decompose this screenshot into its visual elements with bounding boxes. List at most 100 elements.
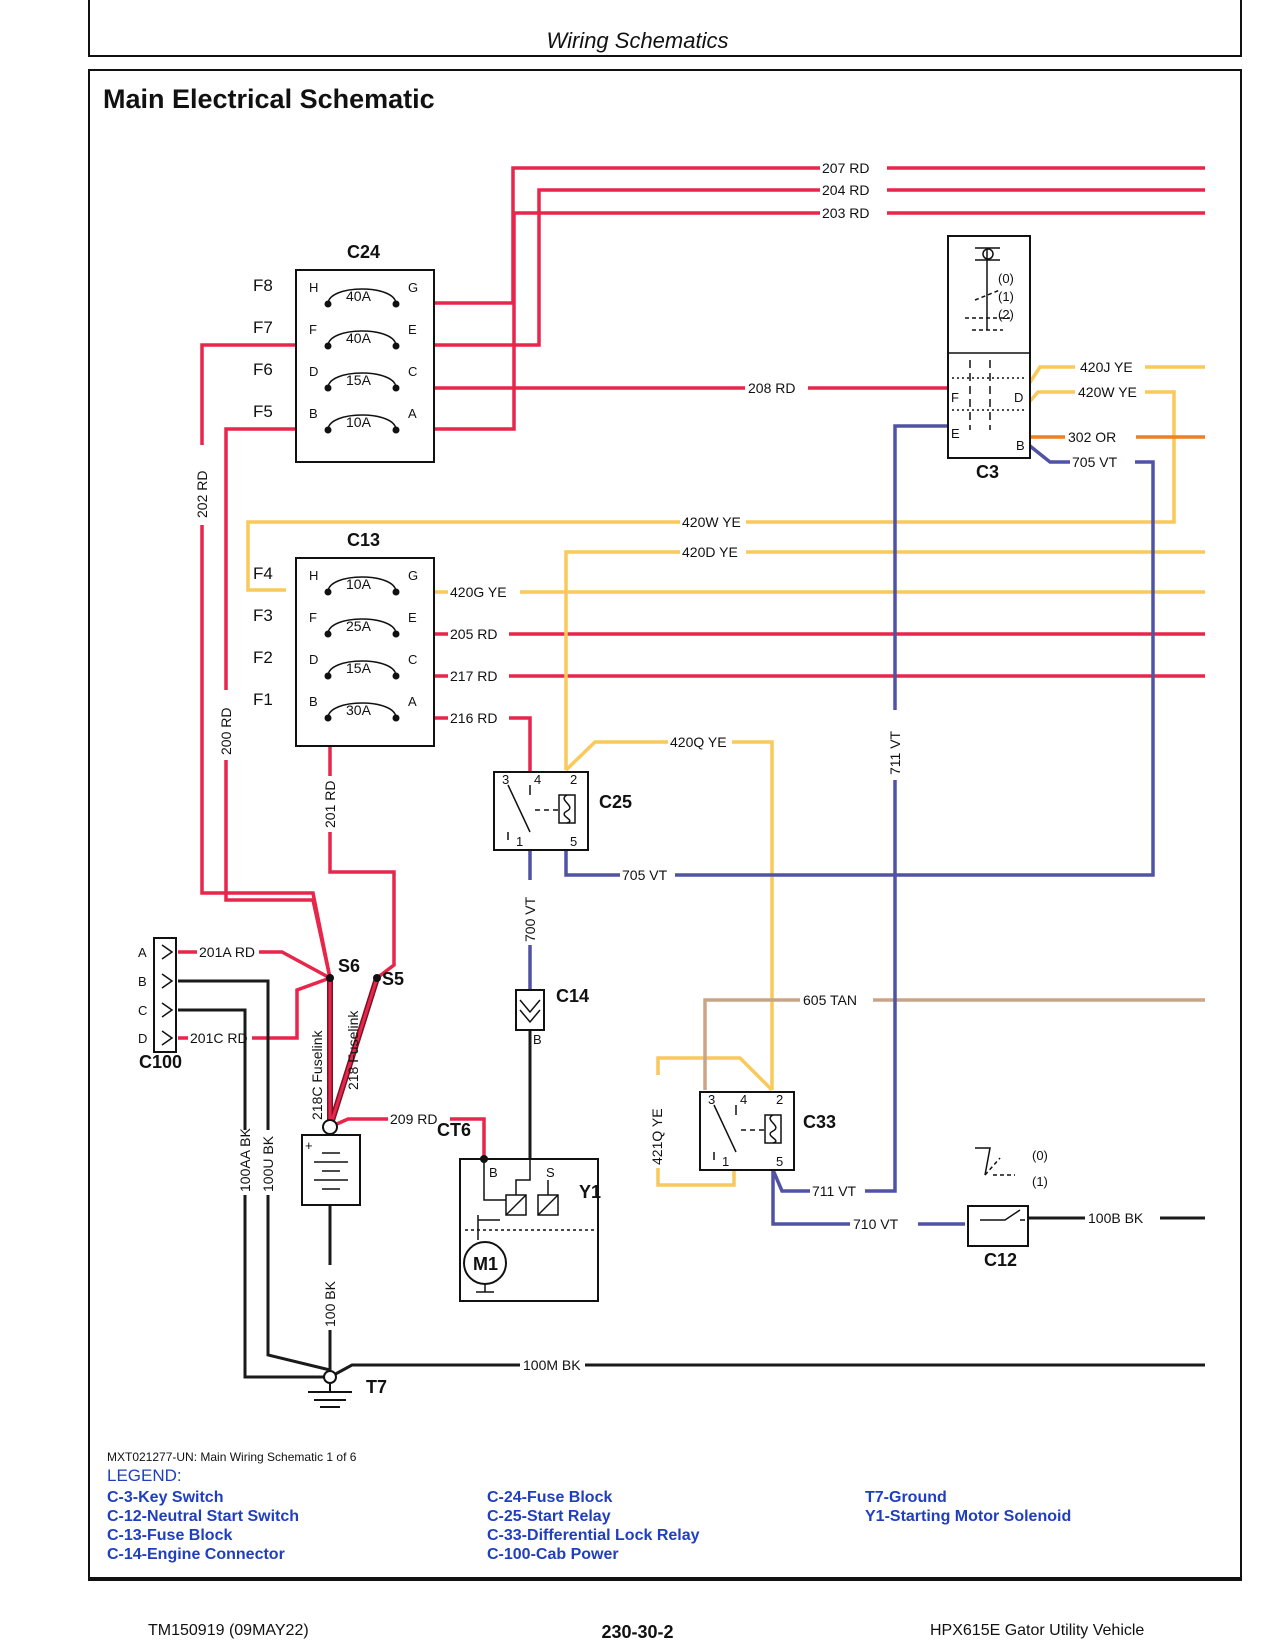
c33-pin-label: 1 bbox=[722, 1154, 729, 1169]
wire-label-w216: 216 RD bbox=[450, 710, 497, 726]
c24-fuse-rating: 40A bbox=[346, 330, 372, 346]
c13-fuse-terminal bbox=[324, 630, 332, 638]
wire-label-w218: 218 Fuselink bbox=[345, 1010, 361, 1090]
pin-label-plus: + bbox=[305, 1138, 313, 1153]
c13-fuse-slot: F1 bbox=[253, 690, 273, 709]
c24-fuse-terminal bbox=[392, 426, 400, 434]
wire-label-w605: 605 TAN bbox=[803, 992, 857, 1008]
legend-item: C-13-Fuse Block bbox=[107, 1527, 233, 1544]
pin-label-c12-1: (1) bbox=[1032, 1174, 1048, 1189]
component-label-s6: S6 bbox=[338, 956, 360, 976]
c13-fuse-link bbox=[327, 576, 397, 593]
c33-diff-lock-relay bbox=[699, 1091, 795, 1171]
c24-fuse-terminal bbox=[324, 384, 332, 392]
wire-710 bbox=[771, 1170, 965, 1226]
wire-label-w204: 204 RD bbox=[822, 182, 869, 198]
wire-label-w100: 100 BK bbox=[322, 1280, 338, 1327]
c24-fuse-slot: F5 bbox=[253, 402, 273, 421]
header-frame bbox=[88, 0, 1242, 57]
c12-neutral-start-switch bbox=[967, 1147, 1029, 1247]
wire-label-w218c: 218C Fuselink bbox=[309, 1030, 325, 1120]
wire-label-w420w_right: 420W YE bbox=[1078, 384, 1137, 400]
pin-label-c100-b: B bbox=[138, 974, 147, 989]
c24-fuse-rating: 40A bbox=[346, 288, 372, 304]
legend-item: C-3-Key Switch bbox=[107, 1489, 224, 1506]
c24-fuse-rating: 10A bbox=[346, 414, 372, 430]
splice-dots bbox=[326, 974, 488, 1163]
pin-label-relay-2: 2 bbox=[570, 772, 577, 787]
wire-label-w420j: 420J YE bbox=[1080, 359, 1133, 375]
pin-label-c3-e: E bbox=[951, 426, 960, 441]
component-label-c3: C3 bbox=[976, 462, 999, 482]
wire-c100-b bbox=[178, 979, 331, 1372]
wire-605 bbox=[703, 998, 1205, 1090]
pin-label-c3-d: D bbox=[1014, 390, 1023, 405]
page-title: Main Electrical Schematic bbox=[103, 84, 435, 114]
wire-label-w209: 209 RD bbox=[390, 1111, 437, 1127]
legend-item: C-33-Differential Lock Relay bbox=[487, 1527, 700, 1544]
wire-201a bbox=[178, 950, 331, 980]
wire-100m bbox=[329, 1363, 1205, 1379]
wire-204 bbox=[405, 188, 1205, 347]
footer-doc-id: TM150919 (09MAY22) bbox=[148, 1622, 309, 1639]
wire-label-w100aa: 100AA BK bbox=[237, 1128, 253, 1192]
pin-label-key-1: (1) bbox=[998, 289, 1014, 304]
c24-fuse-slot: F6 bbox=[253, 360, 273, 379]
component-label-c33: C33 bbox=[803, 1112, 836, 1132]
wire-420q bbox=[564, 740, 774, 1090]
c13-fuse-pin-out: C bbox=[408, 652, 417, 667]
component-label-s5: S5 bbox=[382, 969, 404, 989]
wire-label-w420g: 420G YE bbox=[450, 584, 507, 600]
legend-column-3: T7-Ground Y1-Starting Motor Solenoid bbox=[865, 1488, 1071, 1526]
c13-fuse-slot: F4 bbox=[253, 564, 273, 583]
c13-fuse-pin-in: D bbox=[309, 652, 318, 667]
c24-fuse-link bbox=[327, 288, 397, 305]
c13-fuse-link bbox=[327, 702, 397, 719]
c13-fuse-link bbox=[327, 660, 397, 677]
c24-fuse-rating: 15A bbox=[346, 372, 372, 388]
c100-cab-power-connector bbox=[153, 937, 177, 1053]
component-label-c25: C25 bbox=[599, 792, 632, 812]
c13-fuse-rating: 30A bbox=[346, 702, 372, 718]
c24-fuse-pin-out: C bbox=[408, 364, 417, 379]
legend-item: C-25-Start Relay bbox=[487, 1508, 611, 1525]
wire-c100-c bbox=[178, 1008, 330, 1379]
c24-fuse-pin-in: D bbox=[309, 364, 318, 379]
t7-ground bbox=[308, 1370, 352, 1408]
c24-fuse-pin-in: F bbox=[309, 322, 317, 337]
pin-label-c100-a: A bbox=[138, 945, 147, 960]
wire-420d bbox=[564, 550, 1205, 770]
c33-pin-label: 5 bbox=[776, 1154, 783, 1169]
wire-label-w420q: 420Q YE bbox=[670, 734, 727, 750]
pin-label-y1-b: B bbox=[489, 1165, 498, 1180]
c13-fuse-rating: 10A bbox=[346, 576, 372, 592]
wire-label-w710: 710 VT bbox=[853, 1216, 899, 1232]
c13-fuse-pin-out: A bbox=[408, 694, 417, 709]
c24-fuse-terminal bbox=[392, 342, 400, 350]
c13-fuse-pin-in: F bbox=[309, 610, 317, 625]
c24-fuse-terminal bbox=[324, 342, 332, 350]
legend-item: C-12-Neutral Start Switch bbox=[107, 1508, 300, 1525]
c24-fuse-slot: F8 bbox=[253, 276, 273, 295]
component-label-m1: M1 bbox=[473, 1254, 498, 1274]
pin-label-c100-c: C bbox=[138, 1003, 147, 1018]
c24-fuse-pin-out: A bbox=[408, 406, 417, 421]
wire-705-right bbox=[564, 440, 1155, 877]
wire-label-w100m: 100M BK bbox=[523, 1357, 581, 1373]
c13-fuse-pin-in: B bbox=[309, 694, 318, 709]
component-label-y1: Y1 bbox=[579, 1182, 601, 1202]
c13-fuse-rating: 25A bbox=[346, 618, 372, 634]
c33-pin-label: 3 bbox=[708, 1092, 715, 1107]
wire-label-w711_vert: 711 VT bbox=[887, 730, 903, 775]
c24-fuse-pin-out: E bbox=[408, 322, 417, 337]
violet-wires bbox=[528, 424, 1155, 1226]
wire-203 bbox=[405, 211, 1205, 431]
wire-label-w700: 700 VT bbox=[522, 896, 538, 942]
wire-label-w201: 201 RD bbox=[322, 781, 338, 828]
c13-fuse-terminal bbox=[324, 672, 332, 680]
component-label-c14: C14 bbox=[556, 986, 589, 1006]
component-label-t7: T7 bbox=[366, 1377, 387, 1397]
schematic-frame bbox=[88, 69, 1242, 1581]
